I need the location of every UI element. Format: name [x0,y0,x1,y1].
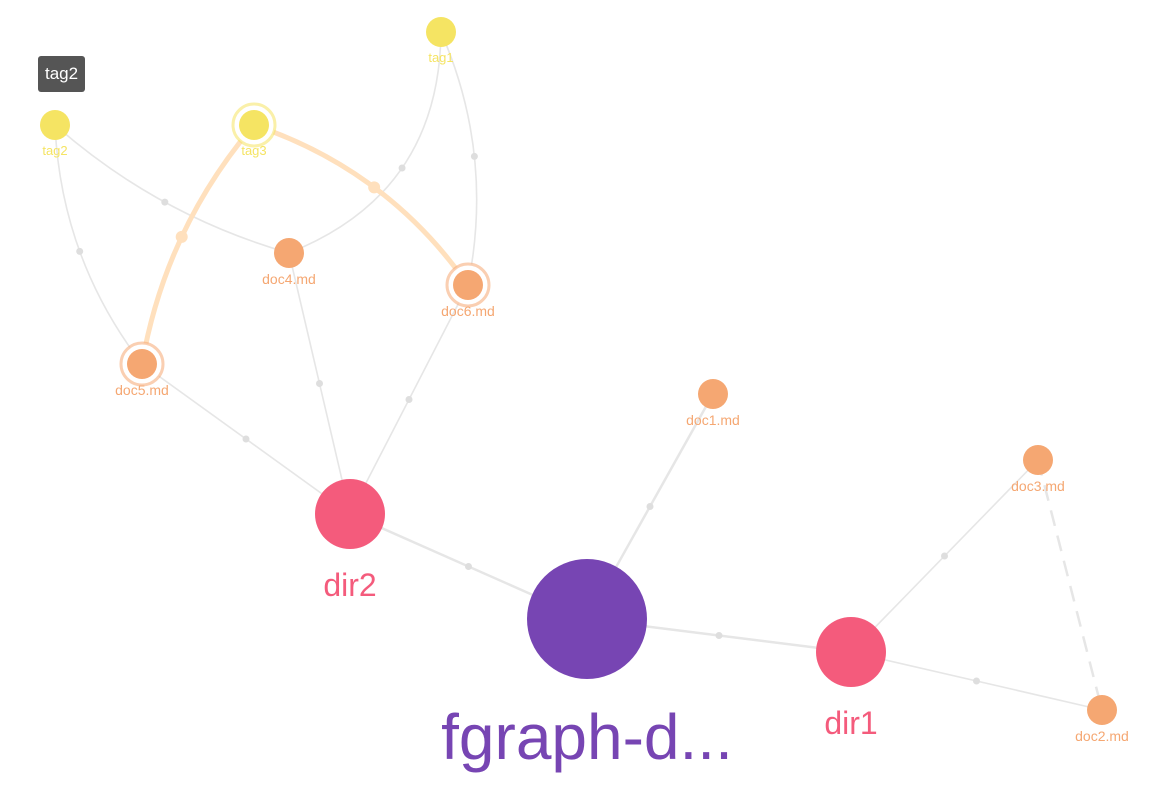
node-doc4[interactable]: doc4.md [262,238,316,287]
edge-marker [465,563,472,570]
edge-tag3-doc5 [139,122,257,367]
node-label: doc1.md [686,412,740,428]
edge-marker [316,380,323,387]
edge-marker [175,230,188,243]
node-tag3[interactable]: tag3 [231,102,277,158]
node-doc6[interactable]: doc6.md [441,262,495,319]
node-doc1[interactable]: doc1.md [686,379,740,428]
node-label: fgraph-d... [441,701,733,773]
node-root[interactable]: fgraph-d... [441,559,733,773]
node-circle[interactable] [453,270,483,300]
edge-marker [405,396,413,403]
edge-marker [398,164,406,172]
node-label: tag2 [42,143,67,158]
edge-tag1-doc4 [288,31,442,254]
node-circle[interactable] [40,110,70,140]
node-label: doc6.md [441,303,495,319]
node-circle[interactable] [127,349,157,379]
node-label: dir2 [323,567,376,603]
edge-marker [242,435,250,443]
edge-marker [161,198,169,206]
node-label: doc4.md [262,271,316,287]
nodes-layer: tag1 tag2 tag3 doc1.md doc2.md doc3.md doc4.md… [40,17,1129,773]
node-label: doc2.md [1075,728,1129,744]
node-tag1[interactable]: tag1 [426,17,456,65]
node-label: doc3.md [1011,478,1065,494]
edge-marker [368,181,381,194]
edge-doc3-doc2 [1036,459,1104,711]
edge-marker [646,503,654,510]
node-circle[interactable] [1023,445,1053,475]
edge-marker [715,632,723,639]
edge-marker [941,552,948,560]
node-doc5[interactable]: doc5.md [115,341,169,398]
node-circle[interactable] [315,479,385,549]
node-circle[interactable] [1087,695,1117,725]
edge-marker [470,152,478,160]
edge-marker [973,677,980,685]
edge-marker [76,247,84,255]
node-circle[interactable] [274,238,304,268]
node-dir2[interactable]: dir2 [315,479,385,603]
node-doc2[interactable]: doc2.md [1075,695,1129,744]
node-dir1[interactable]: dir1 [816,617,886,741]
edge-tag1-doc6 [440,31,478,286]
node-label: dir1 [824,705,877,741]
node-tooltip: tag2 [38,56,86,92]
node-circle[interactable] [816,617,886,687]
node-label: tag3 [241,143,266,158]
node-circle[interactable] [239,110,269,140]
node-circle[interactable] [698,379,728,409]
node-tag2[interactable]: tag2 [40,110,70,158]
node-doc3[interactable]: doc3.md [1011,445,1065,494]
node-circle[interactable] [527,559,647,679]
node-label: tag1 [428,50,453,65]
node-circle[interactable] [426,17,456,47]
node-label: doc5.md [115,382,169,398]
